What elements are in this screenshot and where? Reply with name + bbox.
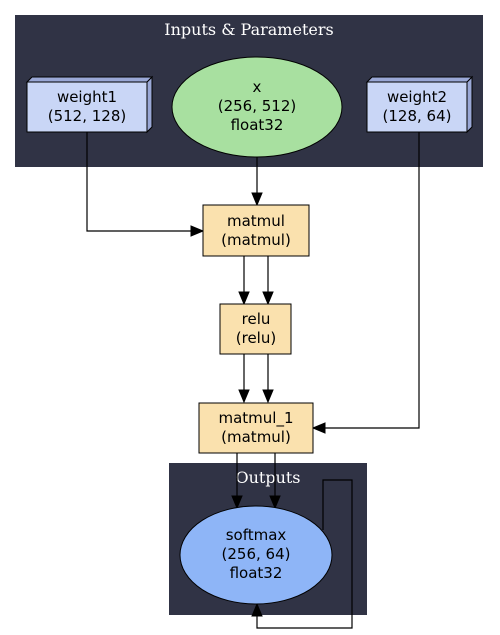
node-softmax: softmax (256, 64) float32	[179, 505, 333, 605]
edge-weight1-to-matmul-arrowhead	[190, 225, 205, 237]
node-x-ellipse	[171, 56, 343, 158]
edge-relu-to-matmul1-2-arrowhead	[262, 389, 274, 404]
node-softmax-dtype: float32	[230, 564, 283, 582]
node-weight2: weight2 (128, 64)	[365, 75, 474, 134]
node-relu-box	[219, 303, 292, 355]
node-matmul-1-box	[198, 402, 314, 454]
edge-softmax-self-loop	[256, 479, 353, 629]
edge-weight2-to-matmul1	[325, 132, 420, 429]
edges	[86, 132, 420, 629]
node-matmul-name: matmul	[227, 212, 285, 230]
edge-weight1-to-matmul	[86, 132, 191, 232]
node-relu-op: (relu)	[236, 329, 276, 347]
node-x-dtype: float32	[231, 116, 284, 134]
cluster-outputs-title: Outputs	[235, 468, 300, 487]
edge-matmul1-to-softmax-1-arrowhead	[231, 495, 243, 510]
edge-softmax-self-loop-arrowhead	[251, 602, 263, 617]
node-relu: relu (relu)	[219, 303, 292, 355]
node-matmul-1: matmul_1 (matmul)	[198, 402, 314, 454]
node-weight2-top	[365, 76, 474, 83]
edge-matmul-to-relu-2-arrowhead	[262, 291, 274, 306]
node-weight1: weight1 (512, 128)	[25, 75, 154, 134]
node-weight1-side	[146, 75, 153, 134]
node-softmax-ellipse	[179, 505, 333, 605]
node-weight1-name: weight1	[57, 88, 117, 106]
node-softmax-shape: (256, 64)	[222, 545, 291, 563]
node-matmul-op: (matmul)	[221, 231, 291, 249]
node-weight1-top	[25, 76, 154, 83]
node-weight2-side	[466, 75, 473, 134]
node-matmul: matmul (matmul)	[202, 204, 310, 257]
node-x-name: x	[253, 78, 262, 96]
edge-matmul-to-relu-1-arrowhead	[238, 291, 250, 306]
cluster-inputs-title: Inputs & Parameters	[164, 20, 333, 39]
node-matmul-1-op: (matmul)	[221, 428, 291, 446]
node-weight2-face	[366, 81, 468, 133]
node-x-shape: (256, 512)	[218, 97, 297, 115]
node-softmax-name: softmax	[226, 526, 287, 544]
node-x: x (256, 512) float32	[171, 56, 343, 158]
node-relu-name: relu	[242, 310, 271, 328]
node-matmul-box	[202, 204, 310, 257]
edge-weight2-to-matmul1-arrowhead	[311, 422, 326, 434]
node-matmul-1-name: matmul_1	[218, 409, 293, 428]
node-weight1-shape: (512, 128)	[48, 107, 127, 125]
node-weight2-name: weight2	[387, 88, 447, 106]
node-weight2-shape: (128, 64)	[383, 107, 452, 125]
edge-x-to-matmul-arrowhead	[251, 192, 263, 207]
edge-matmul1-to-softmax-2-arrowhead	[269, 495, 281, 510]
node-weight1-face	[26, 81, 148, 133]
edge-relu-to-matmul1-1-arrowhead	[238, 389, 250, 404]
